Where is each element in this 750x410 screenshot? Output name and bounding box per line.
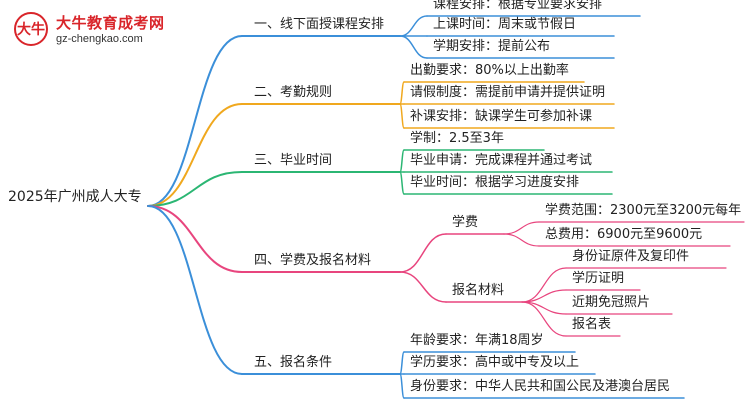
root-node: 2025年广州成人大专 — [8, 189, 142, 205]
leaf-label: 身份证原件及复印件 — [572, 249, 690, 264]
branch-connector — [147, 205, 243, 273]
leaf-connector — [503, 233, 540, 247]
leaf-connector — [503, 221, 540, 235]
leaf-label: 请假制度：需提前申请并提供证明 — [410, 85, 606, 100]
leaf-connector — [399, 373, 405, 399]
subbranch-connector — [399, 271, 447, 303]
branch-connector — [147, 205, 243, 375]
leaf-label: 毕业时间：根据学习进度安排 — [410, 175, 580, 190]
leaf-connector — [521, 301, 567, 337]
leaf-label: 课程安排：根据专业要求安排 — [433, 0, 603, 12]
subbranch-connector — [399, 233, 447, 273]
branch-label: 三、毕业时间 — [254, 153, 333, 168]
leaf-label: 学制：2.5至3年 — [410, 131, 504, 146]
branch-label: 二、考勤规则 — [254, 85, 333, 100]
leaf-label: 上课时间：周末或节假日 — [433, 17, 577, 32]
leaf-connector — [399, 81, 405, 105]
leaf-connector — [521, 267, 567, 303]
logo-url: gz-chengkao.com — [56, 33, 143, 45]
brand-logo: 大牛 大牛教育成考网 gz-chengkao.com — [6, 10, 186, 56]
leaf-connector — [399, 351, 405, 375]
leaf-label: 补课安排：缺课学生可参加补课 — [410, 109, 593, 124]
leaf-label: 身份要求：中华人民共和国公民及港澳台居民 — [410, 379, 671, 394]
leaf-connector — [399, 35, 428, 59]
branch-connector — [147, 103, 243, 207]
leaf-label: 学费范围：2300元至3200元每年 — [545, 203, 742, 218]
leaf-label: 报名表 — [572, 317, 612, 332]
branch-label: 五、报名条件 — [254, 355, 333, 370]
branch-label: 四、学费及报名材料 — [254, 253, 372, 268]
leaf-label: 近期免冠照片 — [572, 295, 651, 310]
leaf-label: 出勤要求：80%以上出勤率 — [410, 63, 569, 78]
leaf-label: 学历证明 — [572, 271, 625, 286]
leaf-connector — [399, 15, 428, 37]
leaf-label: 年龄要求：年满18周岁 — [410, 333, 544, 348]
logo-mark-icon: 大牛 — [14, 12, 48, 46]
leaf-connector — [399, 103, 405, 129]
branch-connector — [147, 171, 243, 207]
branch-connector — [147, 35, 243, 207]
leaf-label: 学历要求：高中或中专及以上 — [410, 355, 580, 370]
leaf-connector — [399, 149, 405, 173]
subbranch-label: 报名材料 — [452, 283, 505, 298]
subbranch-label: 学费 — [452, 215, 479, 230]
logo-title: 大牛教育成考网 — [56, 14, 165, 32]
leaf-label: 毕业申请：完成课程并通过考试 — [410, 153, 593, 168]
leaf-connector — [399, 171, 405, 195]
branch-label: 一、线下面授课程安排 — [254, 17, 385, 32]
leaf-label: 总费用：6900元至9600元 — [545, 227, 703, 242]
leaf-label: 学期安排：提前公布 — [433, 39, 551, 54]
